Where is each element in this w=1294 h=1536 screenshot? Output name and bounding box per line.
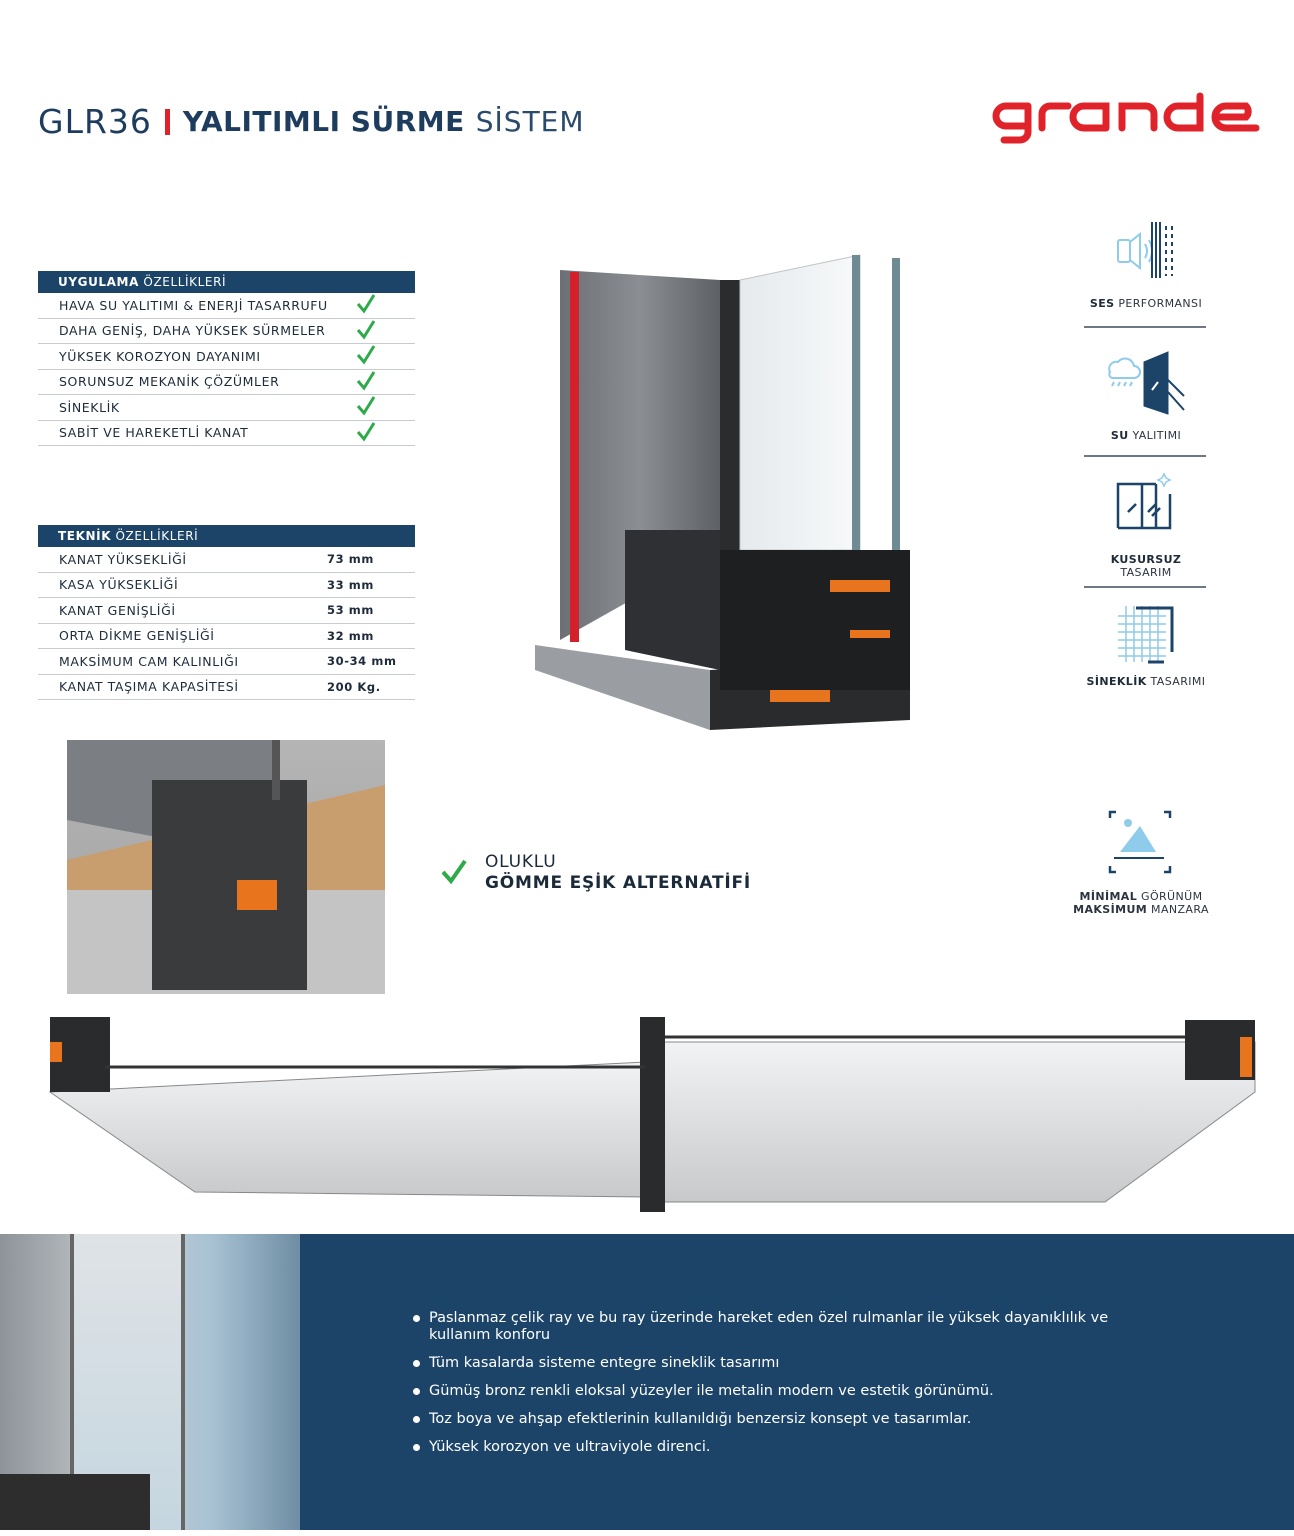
header-bold: TEKNİK: [58, 529, 112, 543]
spec-label: MAKSİMUM CAM KALINLIĞI: [59, 653, 239, 669]
threshold-cutaway-image: [67, 740, 385, 994]
bullet-item: Gümüş bronz renkli eloksal yüzeyler ile …: [413, 1383, 1113, 1400]
feature-row: DAHA GENİŞ, DAHA YÜKSEK SÜRMELER: [38, 319, 415, 344]
check-icon: [356, 396, 376, 419]
feature-design-label: KUSURSUZ TASARIM: [1110, 553, 1182, 579]
bullet-item: Tüm kasalarda sisteme entegre sineklik t…: [413, 1355, 1113, 1372]
threshold-line1: OLUKLU: [485, 852, 557, 872]
spec-value: 30-34 mm: [327, 654, 397, 669]
spec-value: 53 mm: [327, 603, 374, 618]
sliding-door-icon: [1112, 472, 1176, 540]
threshold-text: OLUKLU GÖMME EŞİK ALTERNATİFİ: [485, 852, 751, 894]
mesh-icon: [1114, 602, 1178, 670]
table-header: UYGULAMA ÖZELLİKLERİ: [38, 271, 415, 293]
feature-row: SORUNSUZ MEKANİK ÇÖZÜMLER: [38, 370, 415, 395]
feature-sound-label: SES PERFORMANSI: [1089, 297, 1203, 310]
sound-icon: [1112, 220, 1176, 284]
feature-row: SİNEKLİK: [38, 395, 415, 421]
view-label: MİNİMAL GÖRÜNÜM MAKSİMUM MANZARA: [1073, 890, 1209, 916]
spec-label: KASA YÜKSEKLİĞİ: [59, 577, 179, 593]
rain-window-icon: [1104, 350, 1186, 422]
page-title: GLR36 YALITIMLI SÜRME SİSTEM: [38, 102, 585, 141]
spec-label: KANAT YÜKSEKLİĞİ: [59, 551, 187, 567]
threshold-line2: GÖMME EŞİK ALTERNATİFİ: [485, 873, 752, 893]
spec-row: KANAT TAŞIMA KAPASİTESİ 200 Kg.: [38, 675, 415, 700]
check-icon: [440, 858, 468, 890]
title-bold: YALITIMLI SÜRME: [182, 105, 465, 138]
spec-label: KANAT GENİŞLİĞİ: [59, 602, 176, 618]
model-name: GLR36: [38, 102, 152, 141]
header-bold: UYGULAMA: [58, 275, 139, 289]
spec-row: KANAT GENİŞLİĞİ 53 mm: [38, 598, 415, 624]
spec-value: 73 mm: [327, 552, 374, 567]
feature-label: SORUNSUZ MEKANİK ÇÖZÜMLER: [59, 374, 280, 390]
technical-specs-table: TEKNİK ÖZELLİKLERİ KANAT YÜKSEKLİĞİ 73 mm…: [38, 525, 415, 700]
spec-value: 200 Kg.: [327, 679, 381, 694]
divider: [1084, 455, 1206, 457]
interior-photo: [0, 1234, 300, 1530]
check-icon: [356, 421, 376, 445]
bullet-item: Toz boya ve ahşap efektlerinin kullanıld…: [413, 1411, 1113, 1428]
application-features-table: UYGULAMA ÖZELLİKLERİ HAVA SU YALITIMI & …: [38, 271, 415, 446]
check-icon: [356, 294, 376, 317]
feature-row: YÜKSEK KOROZYON DAYANIMI: [38, 344, 415, 370]
feature-label: HAVA SU YALITIMI & ENERJİ TASARRUFU: [59, 297, 328, 313]
table-header: TEKNİK ÖZELLİKLERİ: [38, 525, 415, 547]
spec-row: ORTA DİKME GENİŞLİĞİ 32 mm: [38, 624, 415, 649]
brand-logo: [988, 88, 1264, 150]
spec-label: KANAT TAŞIMA KAPASİTESİ: [59, 679, 239, 695]
spec-value: 32 mm: [327, 628, 374, 643]
divider: [1084, 326, 1206, 328]
wide-section-profile-image: [45, 1012, 1260, 1216]
spec-row: KANAT YÜKSEKLİĞİ 73 mm: [38, 547, 415, 573]
spec-row: KASA YÜKSEKLİĞİ 33 mm: [38, 573, 415, 598]
feature-label: SİNEKLİK: [59, 399, 120, 415]
spec-label: ORTA DİKME GENİŞLİĞİ: [59, 628, 215, 644]
feature-label: DAHA GENİŞ, DAHA YÜKSEK SÜRMELER: [59, 323, 326, 339]
feature-mesh-label: SİNEKLİK TASARIMI: [1086, 675, 1206, 688]
check-icon: [356, 370, 376, 394]
check-icon: [356, 345, 376, 368]
feature-water-label: SU YALITIMI: [1110, 429, 1182, 442]
spec-value: 33 mm: [327, 577, 374, 592]
bullet-item: Paslanmaz çelik ray ve bu ray üzerinde h…: [413, 1310, 1113, 1344]
header-light: ÖZELLİKLERİ: [115, 529, 199, 543]
divider: [1084, 586, 1206, 588]
feature-bullets-panel: Paslanmaz çelik ray ve bu ray üzerinde h…: [300, 1234, 1294, 1530]
feature-label: YÜKSEK KOROZYON DAYANIMI: [59, 348, 261, 364]
title-light: SİSTEM: [475, 105, 585, 138]
feature-row: SABİT VE HAREKETLİ KANAT: [38, 421, 415, 446]
product-profile-image: [530, 250, 920, 744]
title-separator: [164, 108, 170, 135]
landscape-view-icon: [1106, 808, 1174, 880]
bullet-item: Yüksek korozyon ve ultraviyole direnci.: [413, 1439, 1113, 1456]
check-icon: [356, 319, 376, 343]
spec-row: MAKSİMUM CAM KALINLIĞI 30-34 mm: [38, 649, 415, 675]
feature-label: SABİT VE HAREKETLİ KANAT: [59, 425, 249, 441]
header-light: ÖZELLİKLERİ: [143, 275, 227, 289]
feature-row: HAVA SU YALITIMI & ENERJİ TASARRUFU: [38, 293, 415, 319]
